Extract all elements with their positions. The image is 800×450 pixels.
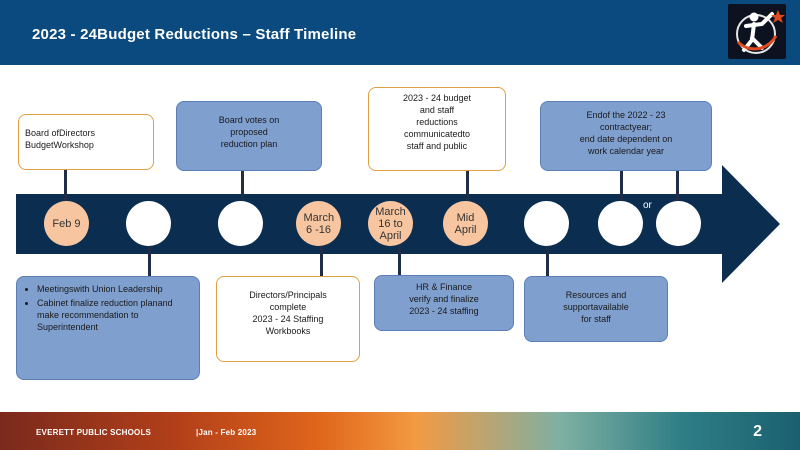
- box-text: verify and finalize: [409, 294, 479, 304]
- district-logo-icon: [728, 4, 786, 59]
- box-text: BudgetWorkshop: [25, 140, 94, 150]
- board-workshop-box: Board ofDirectors BudgetWorkshop: [18, 114, 154, 170]
- box-text: proposed: [230, 127, 268, 137]
- timeline-milestone: March 16 to April: [368, 201, 413, 246]
- connector-line: [546, 246, 549, 278]
- box-text: Resources and: [565, 290, 627, 300]
- box-text: 2023 - 24 budget: [402, 93, 472, 103]
- box-text: contractyear;: [599, 122, 653, 132]
- list-item: Cabinet finalize reduction planand make …: [37, 297, 193, 333]
- footer-org: EVERETT PUBLIC SCHOOLS: [36, 428, 152, 437]
- footer-date: |Jan - Feb 2023: [196, 428, 257, 437]
- box-text: Board ofDirectors: [25, 128, 96, 138]
- box-text: for staff: [581, 314, 611, 324]
- directors-box: Directors/Principals complete 2023 - 24 …: [216, 276, 360, 362]
- header-bar: 2023 - 24Budget Reductions – Staff Timel…: [0, 0, 800, 65]
- milestone-label: Feb 9: [52, 217, 81, 230]
- box-text: staff and public: [406, 141, 468, 151]
- timeline-milestone: [598, 201, 643, 246]
- timeline-milestone: Mid April: [443, 201, 488, 246]
- footer-bar: [0, 412, 800, 450]
- communicated-box: 2023 - 24 budget and staff reductions co…: [368, 87, 506, 171]
- box-text: supportavailable: [563, 302, 629, 312]
- milestone-label: March 6 -16: [303, 211, 335, 236]
- box-text: Endof the 2022 - 23: [586, 110, 666, 120]
- box-text: Workbooks: [265, 326, 311, 336]
- timeline-milestone: [656, 201, 701, 246]
- box-text: 2023 - 24 staffing: [409, 306, 479, 316]
- hr-finance-box: HR & Finance verify and finalize 2023 - …: [374, 275, 514, 331]
- connector-line: [398, 246, 401, 278]
- box-text: 2023 - 24 Staffing: [252, 314, 324, 324]
- box-text: HR & Finance: [415, 282, 473, 292]
- box-text: Board votes on: [218, 115, 280, 125]
- timeline-milestone: [524, 201, 569, 246]
- box-text: work calendar year: [587, 146, 665, 156]
- board-votes-box: Board votes on proposed reduction plan: [176, 101, 322, 171]
- box-text: reduction plan: [220, 139, 278, 149]
- connector-line: [320, 246, 323, 278]
- page-title: 2023 - 24Budget Reductions – Staff Timel…: [32, 26, 357, 43]
- box-text: Directors/Principals: [249, 290, 327, 300]
- list-item: Meetingswith Union Leadership: [37, 283, 193, 295]
- timeline-milestone: [218, 201, 263, 246]
- page-number: 2: [753, 423, 762, 440]
- box-text: end date dependent on: [579, 134, 673, 144]
- meetings-list: Meetingswith Union Leadership Cabinet fi…: [23, 283, 193, 333]
- meetings-box: Meetingswith Union Leadership Cabinet fi…: [16, 276, 200, 380]
- connector-line: [64, 168, 67, 202]
- box-text: reductions: [416, 117, 458, 127]
- connector-line: [620, 168, 623, 202]
- timeline-milestone: March 6 -16: [296, 201, 341, 246]
- end-of-year-box: Endof the 2022 - 23 contractyear; end da…: [540, 101, 712, 171]
- or-label: or: [643, 200, 652, 211]
- box-text: and staff: [419, 105, 455, 115]
- milestone-label: Mid April: [454, 211, 477, 236]
- timeline-milestone: Feb 9: [44, 201, 89, 246]
- connector-line: [241, 168, 244, 202]
- box-text: communicatedto: [403, 129, 471, 139]
- connector-line: [676, 168, 679, 202]
- connector-line: [148, 246, 151, 278]
- milestone-label: March 16 to April: [375, 205, 406, 242]
- connector-line: [466, 168, 469, 202]
- resources-box: Resources and supportavailable for staff: [524, 276, 668, 342]
- timeline-milestone: [126, 201, 171, 246]
- box-text: complete: [269, 302, 307, 312]
